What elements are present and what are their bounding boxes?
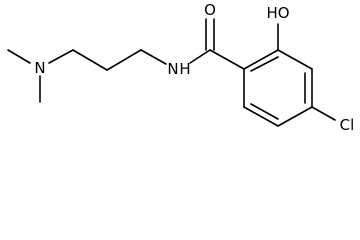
ring-bond-c4-c5: [277, 106, 313, 127]
benzene-ring: [243, 49, 313, 127]
bond-c3-nh: [140, 49, 167, 65]
ring-double-c5-c6: [250, 103, 279, 120]
ring-double-c1-c2: [250, 56, 279, 72]
amine-nitrogen-label: N: [34, 59, 45, 77]
amide-nitrogen-label: N: [167, 60, 178, 78]
amide-hydrogen-label: H: [179, 60, 190, 78]
propyl-chain: [48, 49, 167, 71]
bond-c1-c2: [72, 49, 108, 71]
chlorine-label: Cl: [340, 116, 355, 134]
bond-nh-carbonyl-c: [189, 49, 211, 64]
dimethylamino-group: N: [7, 49, 46, 103]
amide-nh-group: N H: [167, 60, 190, 78]
bond-ring-cl: [311, 106, 336, 121]
carbonyl-group: O: [189, 1, 245, 70]
bond-methyl1-n: [7, 49, 31, 64]
bond-c2-c3: [106, 49, 142, 71]
hydroxyl-label: HO: [266, 4, 289, 22]
chemical-structure: N N H O HO Cl: [7, 1, 355, 134]
ring-bond-c5-c6: [243, 106, 279, 127]
bond-carbonyl-ring: [209, 49, 245, 70]
carbonyl-oxygen-label: O: [204, 1, 216, 19]
hydroxyl-group: HO: [266, 4, 290, 51]
chloro-group: Cl: [311, 106, 355, 134]
ring-bond-c1-c2: [243, 49, 279, 70]
ring-bond-c2-c3: [277, 49, 313, 70]
bond-n-c1: [48, 49, 74, 64]
